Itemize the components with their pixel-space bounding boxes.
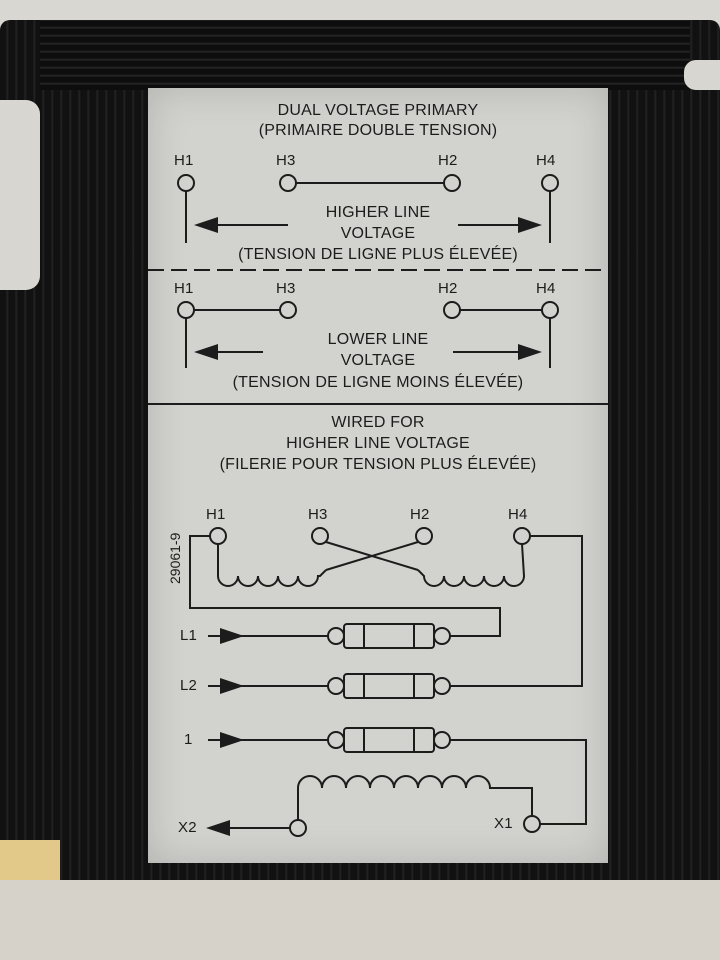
terminal-h2-lower xyxy=(443,301,461,319)
terminal-h3-wired xyxy=(311,527,329,545)
label-h1-lower: H1 xyxy=(174,280,194,297)
mounting-notch-left xyxy=(0,100,40,290)
wired-for-label: WIRED FOR xyxy=(331,414,425,431)
label-h4-lower: H4 xyxy=(536,280,556,297)
terminal-h4-lower xyxy=(541,301,559,319)
label-h4-wired: H4 xyxy=(508,506,528,523)
label-input-1: 1 xyxy=(184,731,193,748)
label-h4-higher: H4 xyxy=(536,152,556,169)
wire-fuse3-x1 xyxy=(450,739,587,825)
fuse-2 xyxy=(327,673,451,699)
wired-french-label: (FILERIE POUR TENSION PLUS ÉLEVÉE) xyxy=(219,456,537,473)
terminal-h3-lower xyxy=(279,301,297,319)
terminal-h1-lower xyxy=(177,301,195,319)
label-h2-lower: H2 xyxy=(438,280,458,297)
label-h2-higher: H2 xyxy=(438,152,458,169)
lower-line-label: LOWER LINE xyxy=(327,331,429,348)
mounting-notch-right xyxy=(684,60,720,90)
label-h2-wired: H2 xyxy=(410,506,430,523)
terminal-h1-higher xyxy=(177,174,195,192)
terminal-h4-higher xyxy=(541,174,559,192)
label-x2: X2 xyxy=(178,819,197,836)
terminal-h3-higher xyxy=(279,174,297,192)
title-french: (PRIMAIRE DOUBLE TENSION) xyxy=(258,122,498,139)
terminal-h4-wired xyxy=(513,527,531,545)
wire-h1-fuse1 xyxy=(189,535,501,637)
fuse-3 xyxy=(327,727,451,753)
wire-h4-fuse2 xyxy=(450,535,583,687)
wiring-label: 29061-9 DUAL VOLTAGE PRIMARY (PRIMAIRE D… xyxy=(148,88,608,863)
lower-voltage-label: VOLTAGE xyxy=(340,352,416,369)
terminal-x2 xyxy=(289,819,307,837)
fuse-1 xyxy=(327,623,451,649)
label-h3-lower: H3 xyxy=(276,280,296,297)
primary-winding-right xyxy=(417,543,526,587)
terminal-x1 xyxy=(523,815,541,833)
background-surface xyxy=(0,880,720,960)
higher-line-label: HIGHER LINE xyxy=(325,204,431,221)
secondary-winding xyxy=(297,775,533,820)
label-l1: L1 xyxy=(180,627,198,644)
label-h3-higher: H3 xyxy=(276,152,296,169)
label-h3-wired: H3 xyxy=(308,506,328,523)
cross-wire-b xyxy=(325,541,419,571)
lower-french-label: (TENSION DE LIGNE MOINS ÉLEVÉE) xyxy=(232,374,524,391)
wired-higher-label: HIGHER LINE VOLTAGE xyxy=(286,435,470,452)
terminal-h2-wired xyxy=(415,527,433,545)
label-l2: L2 xyxy=(180,677,198,694)
higher-voltage-label: VOLTAGE xyxy=(340,225,416,242)
primary-winding-left xyxy=(217,544,327,587)
terminal-h1-wired xyxy=(209,527,227,545)
higher-french-label: (TENSION DE LIGNE PLUS ÉLEVÉE) xyxy=(238,246,518,263)
label-h1-higher: H1 xyxy=(174,152,194,169)
terminal-h2-higher xyxy=(443,174,461,192)
label-h1-wired: H1 xyxy=(206,506,226,523)
housing-ribbed-top xyxy=(40,20,690,90)
wiring-diagram: 29061-9 xyxy=(148,174,608,837)
title: DUAL VOLTAGE PRIMARY xyxy=(277,102,479,119)
part-number: 29061-9 xyxy=(167,532,183,584)
label-x1: X1 xyxy=(494,815,513,832)
